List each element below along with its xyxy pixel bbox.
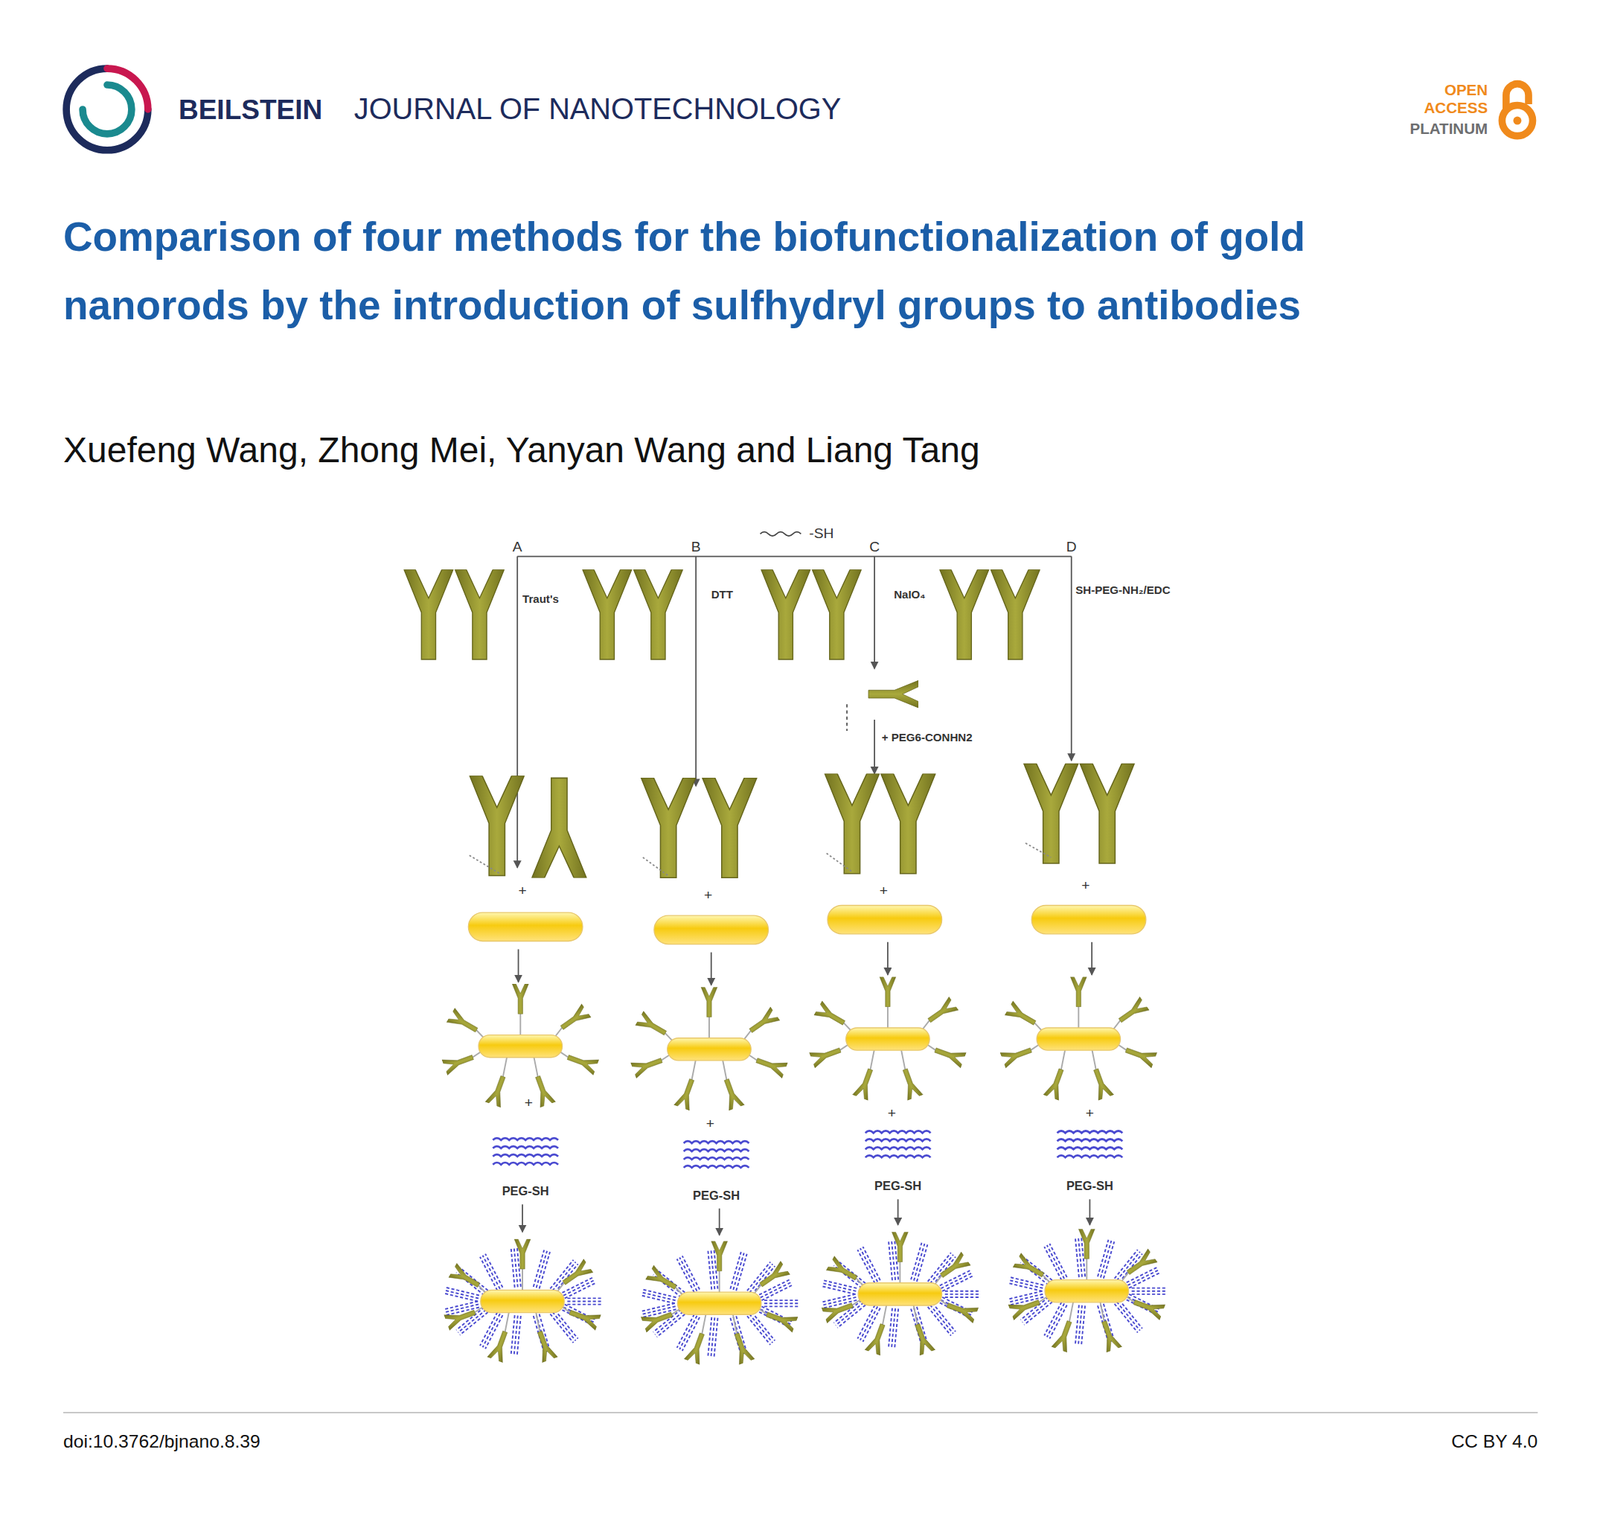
- antibodies-top: [404, 569, 1040, 731]
- access-badge: ACCESS: [1424, 99, 1489, 118]
- thiolated-antibodies: [469, 763, 1135, 879]
- plus-sign: +: [1085, 1105, 1094, 1122]
- flow-lines: [517, 556, 1092, 1236]
- paper-title: Comparison of four methods for the biofu…: [63, 203, 1391, 341]
- gold-nanorods: [468, 904, 1146, 944]
- footer-rule: [63, 1411, 1538, 1414]
- plus-sign: +: [1081, 877, 1090, 894]
- panel-letter: D: [1066, 538, 1077, 556]
- plus-sign: +: [517, 882, 527, 899]
- reagent-label: PEG-SH: [1066, 1178, 1114, 1193]
- journal-name: JOURNAL OF NANOTECHNOLOGY: [354, 92, 841, 127]
- reagent-label: DTT: [711, 588, 734, 602]
- plus-sign: +: [704, 886, 713, 903]
- journal-name: BEILSTEIN: [178, 93, 323, 126]
- reagent-label: PEG-SH: [692, 1187, 740, 1202]
- panel-letter: B: [691, 538, 702, 556]
- reagent-label: + PEG6-CONHN2: [881, 731, 973, 745]
- conjugates: [442, 976, 1167, 1365]
- reagent-label: Traut's: [522, 592, 559, 606]
- access-badge: PLATINUM: [1410, 119, 1489, 138]
- doi-text: doi:10.3762/bjnano.8.39: [63, 1431, 261, 1452]
- panel-letter: C: [869, 538, 880, 556]
- reagent-label: PEG-SH: [874, 1178, 922, 1193]
- reagent-label: SH-PEG-NH₂/EDC: [1075, 583, 1170, 597]
- plus-sign: +: [706, 1115, 715, 1132]
- access-badge: OPEN: [1444, 81, 1488, 99]
- plus-sign: +: [524, 1094, 533, 1112]
- license-text: CC BY 4.0: [1451, 1431, 1538, 1452]
- reagent-label: PEG-SH: [502, 1184, 550, 1199]
- reagent-label: NaIO₄: [893, 588, 926, 602]
- plus-sign: +: [887, 1105, 896, 1122]
- panel-letter: A: [512, 538, 523, 556]
- journal-logo: [66, 68, 149, 151]
- open-access-lock: [1501, 84, 1533, 137]
- thiol-squiggle: [760, 532, 802, 536]
- group-label: -SH: [808, 525, 834, 542]
- plus-sign: +: [879, 882, 888, 899]
- author-list: Xuefeng Wang, Zhong Mei, Yanyan Wang and…: [63, 429, 981, 471]
